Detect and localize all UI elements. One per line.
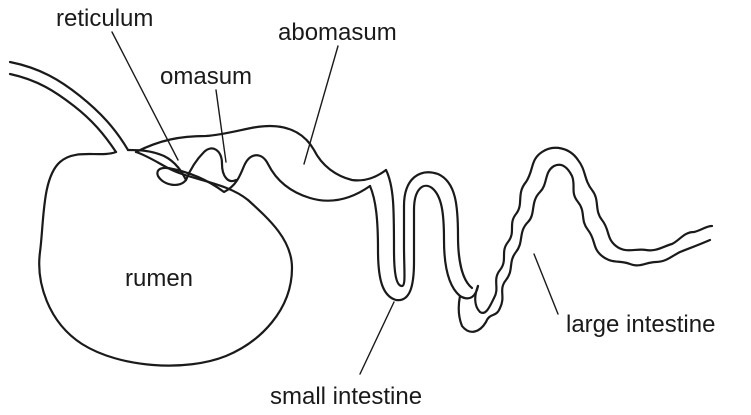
large-intestine-tube <box>459 148 712 332</box>
reticulum-outline <box>128 150 186 185</box>
abomasum-top-outline <box>136 126 386 180</box>
large-intestine-label: large intestine <box>566 311 715 338</box>
omasum-label: omasum <box>160 63 252 90</box>
small-intestine-label: small intestine <box>270 383 422 410</box>
oesophagus <box>10 62 128 152</box>
abomasum-outline <box>168 155 370 200</box>
small-intestine-tube <box>370 170 478 300</box>
reticulum-label: reticulum <box>56 5 153 32</box>
abomasum-leader <box>304 46 338 164</box>
rumen-label: rumen <box>125 265 193 292</box>
small-intestine-leader <box>360 302 394 374</box>
abomasum-label: abomasum <box>278 19 397 46</box>
large-intestine-leader <box>534 254 558 314</box>
